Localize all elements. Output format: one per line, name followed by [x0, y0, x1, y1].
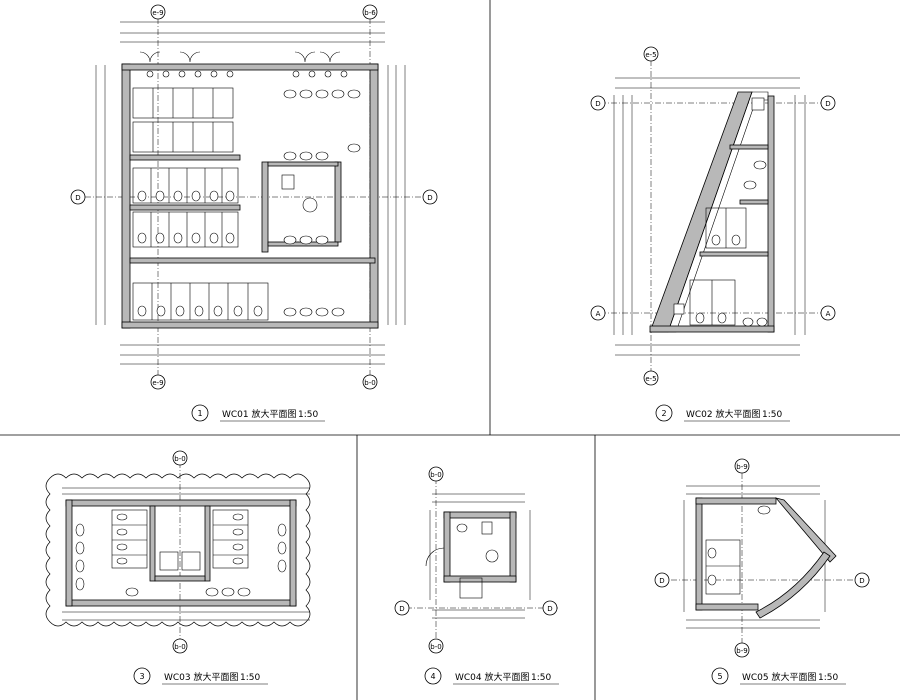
wc02-axis-right-bottom: A — [826, 310, 831, 318]
wc01-dimensions — [95, 21, 406, 365]
wc05-plan: b-9 b-9 D D 5 WC05 放大平面图 1:50 — [654, 458, 870, 685]
wc01-axis-top-left: e-9 — [152, 9, 163, 17]
wc03-axis-bottom: b-0 — [174, 643, 185, 651]
wc02-dimensions — [613, 77, 806, 356]
wc01-caption-title: WC01 放大平面图 — [222, 408, 297, 420]
wc04-axis-bottom: b-0 — [430, 643, 441, 651]
wc01-caption: 1 WC01 放大平面图 1:50 — [191, 404, 325, 422]
wc05-caption: 5 WC05 放大平面图 1:50 — [711, 667, 846, 685]
wc03-caption: 3 WC03 放大平面图 1:50 — [133, 667, 268, 685]
wc02-caption-title: WC02 放大平面图 — [686, 408, 761, 420]
wc01-axis-side-right: D — [427, 194, 432, 202]
wc02-axis-bubbles: e-5 e-5 D A D A — [590, 46, 836, 386]
wc04-caption-title: WC04 放大平面图 — [455, 671, 530, 683]
wc01-axis-top-right: b-6 — [364, 9, 376, 17]
wc03-caption-title: WC03 放大平面图 — [164, 671, 239, 683]
wc01-basins — [283, 89, 361, 317]
wc04-caption-number: 4 — [430, 672, 435, 681]
wc01-axis-bottom-right: b-0 — [364, 379, 375, 387]
wc02-caption: 2 WC02 放大平面图 1:50 — [655, 404, 790, 422]
wc02-axis-top: e-5 — [645, 51, 656, 59]
wc03-caption-scale: 1:50 — [240, 673, 260, 683]
wc03-axis-top: b-0 — [174, 455, 185, 463]
wc05-caption-scale: 1:50 — [818, 673, 838, 683]
wc04-axis-right: D — [547, 605, 552, 613]
wc04-caption: 4 WC04 放大平面图 1:50 — [424, 667, 559, 685]
wc02-axis-bottom: e-5 — [645, 375, 656, 383]
wc03-axis-bubbles: b-0 b-0 — [172, 450, 188, 654]
wc02-axis-left-bottom: A — [596, 310, 601, 318]
wc02-caption-scale: 1:50 — [762, 410, 782, 420]
wc01-caption-scale: 1:50 — [298, 410, 318, 420]
wc02-axis-left-top: D — [595, 100, 600, 108]
wc05-axis-bottom: b-9 — [736, 647, 747, 655]
wc04-plan: b-0 b-0 D D 4 WC04 放大平面图 1:50 — [394, 466, 560, 685]
wc03-dimensions — [62, 487, 310, 621]
wc05-dimensions — [683, 485, 826, 629]
wc01-axis-bubbles: e-9 b-6 e-9 b-0 D D — [70, 4, 438, 390]
wc01-toilets — [137, 190, 263, 317]
wc01-plan: e-9 b-6 e-9 b-0 D D 1 WC01 放大平面图 1:50 — [70, 4, 438, 422]
wc01-axis-bottom-left: e-9 — [152, 379, 163, 387]
wc02-caption-number: 2 — [661, 409, 666, 418]
wc03-plan: b-0 b-0 3 WC03 放大平面图 1:50 — [45, 450, 311, 685]
wc03-caption-number: 3 — [139, 672, 144, 681]
wc05-axis-top: b-9 — [736, 463, 747, 471]
wc05-axis-bubbles: b-9 b-9 D D — [654, 458, 870, 658]
wc02-axis-right-top: D — [825, 100, 830, 108]
wc01-axis-side-left: D — [75, 194, 80, 202]
wc04-caption-scale: 1:50 — [531, 673, 551, 683]
wc01-urinals — [146, 70, 348, 78]
wc03-revision-cloud — [45, 473, 311, 627]
wc04-axis-left: D — [399, 605, 404, 613]
wc05-caption-title: WC05 放大平面图 — [742, 671, 817, 683]
wc02-plan: e-5 e-5 D A D A 2 WC02 放大平面图 1:50 — [590, 46, 836, 422]
wc05-axis-left: D — [659, 577, 664, 585]
wc05-caption-number: 5 — [717, 672, 722, 681]
wc01-caption-number: 1 — [197, 409, 202, 418]
wc04-axis-top: b-0 — [430, 471, 441, 479]
wc05-axis-right: D — [859, 577, 864, 585]
wc04-axis-bubbles: b-0 b-0 D D — [394, 466, 558, 654]
wc01-stalls — [132, 87, 269, 321]
